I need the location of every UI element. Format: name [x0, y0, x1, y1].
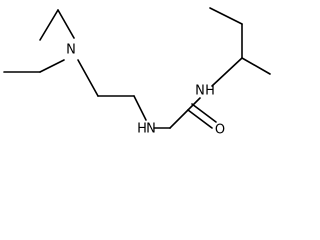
diethylamine-nitrogen-label: N — [66, 43, 76, 58]
bond-ethylene-ch2b-nh — [133, 95, 147, 121]
bond-ch2-carbonyl-c — [169, 109, 189, 129]
secondary-amine-h-label: H — [137, 122, 147, 137]
chemical-structure-diagram: N H N N H O — [3, 7, 271, 138]
bond-ethyl1-ch2-n — [57, 9, 75, 39]
bond-n-ethylene-ch2a — [77, 59, 99, 97]
amide-nh-h-label: H — [205, 84, 215, 99]
amide-nh-n-label: N — [195, 84, 205, 99]
bond-carbonyl-c-nh — [187, 97, 201, 111]
secondary-amine-label: H N — [137, 122, 156, 137]
bond-carbonyl-c-o-2 — [191, 103, 217, 123]
bond-n-ethyl2-ch2 — [39, 59, 65, 73]
carbonyl-oxygen-label: O — [215, 123, 225, 138]
amide-nitrogen-label: N H — [195, 84, 215, 99]
bond-ch2-ch3 — [209, 7, 243, 25]
bond-nh-ch — [211, 57, 243, 87]
bond-carbonyl-c-o-1 — [187, 109, 213, 129]
secondary-amine-n-label: N — [146, 122, 156, 137]
bond-ethyl1-ch3-ch2 — [39, 9, 59, 41]
bond-ch-methyl — [241, 57, 271, 75]
